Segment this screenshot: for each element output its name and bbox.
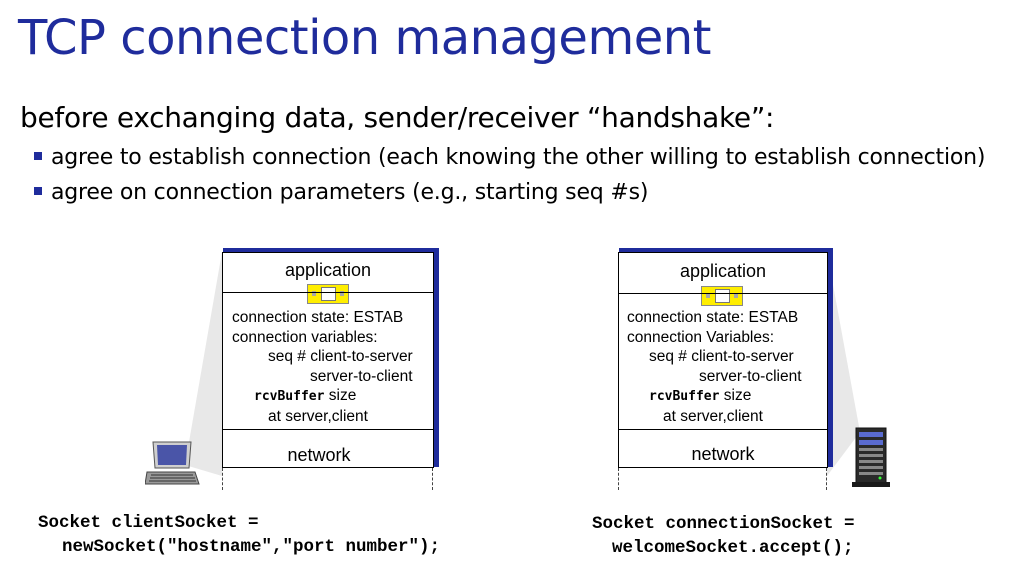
bullet-item: agree to establish connection (each know…: [34, 145, 985, 170]
client-code-line1: Socket clientSocket =: [38, 513, 259, 533]
server-code-line2: welcomeSocket.accept();: [612, 538, 854, 558]
client-state: connection state: ESTAB: [232, 309, 404, 326]
server-socket-icon: [701, 286, 743, 306]
intro-text: before exchanging data, sender/receiver …: [20, 101, 775, 134]
bullet-text: agree to establish connection (each know…: [51, 145, 986, 170]
laptop-icon: [145, 441, 200, 485]
server-state: connection state: ESTAB: [627, 309, 799, 326]
client-code: Socket clientSocket = newSocket("hostnam…: [38, 511, 440, 559]
server-at: at server,client: [663, 407, 763, 425]
server-wedge: [827, 252, 860, 476]
server-seq2: server-to-client: [699, 367, 802, 385]
client-dash-left: [222, 468, 223, 490]
server-network-label: network: [691, 444, 755, 464]
bullet-square-icon: [34, 187, 42, 195]
server-vars: connection Variables:: [627, 328, 775, 346]
client-application-label: application: [284, 260, 372, 280]
client-code-line2: newSocket("hostname","port number");: [62, 537, 441, 557]
client-wedge: [185, 252, 222, 476]
client-seq1: seq # client-to-server: [268, 348, 413, 365]
client-rcvbuffer: rcvBuffer size: [254, 387, 357, 404]
client-seq2: server-to-client: [310, 367, 413, 385]
bullet-item: agree on connection parameters (e.g., st…: [34, 180, 648, 205]
client-at: at server,client: [268, 407, 368, 425]
client-network-label: network: [287, 445, 351, 465]
bullet-text: agree on connection parameters (e.g., st…: [51, 180, 649, 205]
server-divider-bottom: [619, 429, 827, 430]
server-seq1: seq # client-to-server: [649, 348, 794, 365]
slide-title: TCP connection management: [18, 10, 712, 66]
server-dash-right: [826, 468, 827, 490]
server-state-text: connection state: ESTAB connection Varia…: [627, 308, 802, 426]
server-rcvbuffer: rcvBuffer size: [649, 387, 752, 404]
client-socket-icon: [307, 284, 349, 304]
client-state-text: connection state: ESTAB connection varia…: [232, 308, 413, 426]
client-divider-top: [223, 292, 433, 293]
server-icon: [852, 427, 890, 487]
client-divider-bottom: [223, 429, 433, 430]
server-divider-top: [619, 293, 827, 294]
client-dash-right: [432, 468, 433, 490]
server-application-label: application: [679, 261, 767, 281]
server-dash-left: [618, 468, 619, 490]
client-vars: connection variables:: [232, 328, 378, 346]
client-protocol-stack: application connection state: ESTAB conn…: [222, 248, 439, 468]
bullet-square-icon: [34, 152, 42, 160]
server-protocol-stack: application connection state: ESTAB conn…: [618, 248, 833, 468]
server-code-line1: Socket connectionSocket =: [592, 514, 855, 534]
server-code: Socket connectionSocket = welcomeSocket.…: [592, 512, 855, 560]
